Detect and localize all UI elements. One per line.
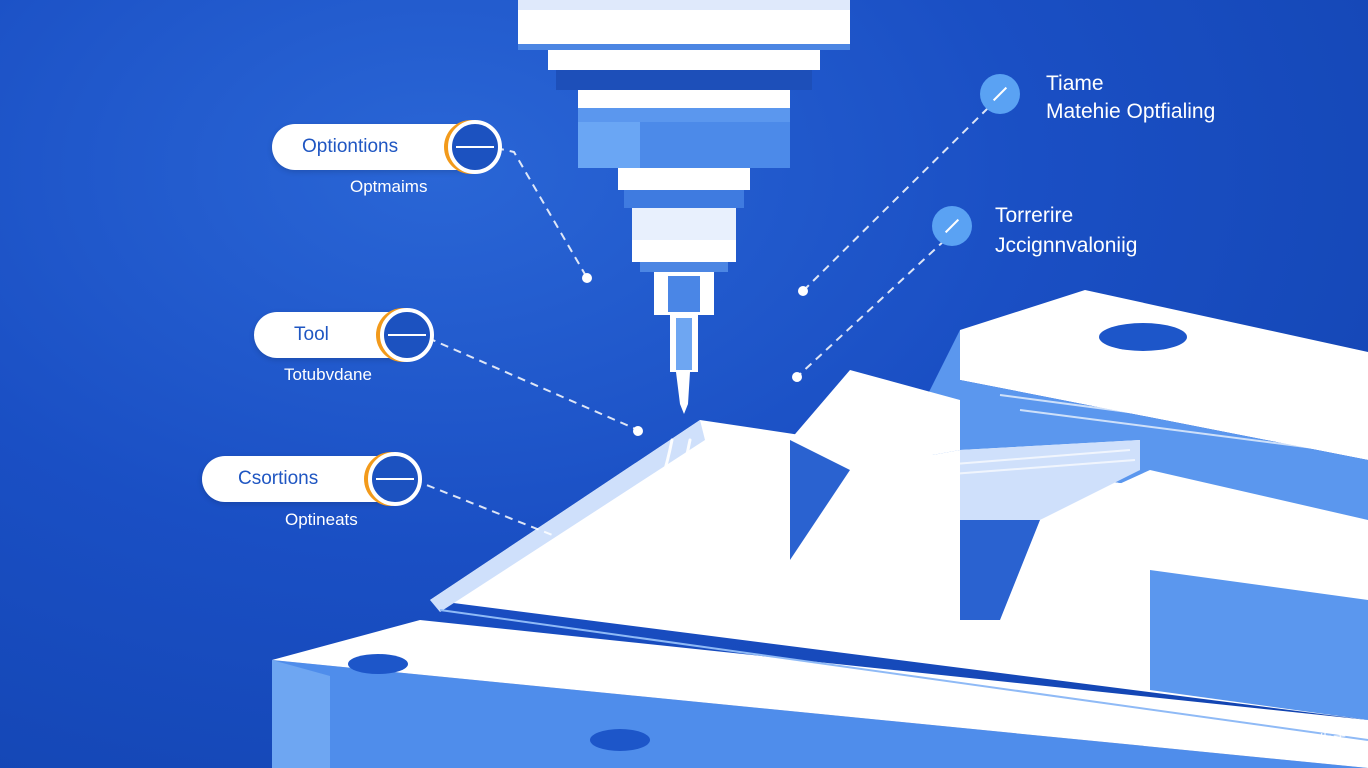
callout-label-tool: Tool [294, 312, 329, 358]
callout-sub-csortions: Optineats [285, 510, 358, 530]
slash-circle-icon [980, 74, 1020, 114]
callout-sub-tool: Totubvdane [284, 365, 372, 385]
callout-label-csortions: Csortions [238, 456, 318, 502]
ring-marker-icon [380, 308, 434, 362]
watermark: TRAE AI 生成 [1260, 730, 1346, 750]
spindle [518, 0, 850, 414]
ring-marker-icon [448, 120, 502, 174]
callout-title-torrerire: Torrerire [995, 204, 1073, 228]
callout-sub-options: Optmaims [350, 177, 427, 197]
callout-label-options: Optiontions [302, 124, 398, 170]
callout-pill-csortions: Csortions [202, 456, 412, 502]
callout-sub-tiame: Matehie Optfialing [1046, 100, 1215, 124]
callout-title-tiame: Tiame [1046, 72, 1104, 96]
ring-marker-icon [368, 452, 422, 506]
slash-circle-icon [932, 206, 972, 246]
workpiece [272, 290, 1368, 768]
callout-pill-tool: Tool [254, 312, 424, 358]
callout-sub-torrerire: Jccignnvaloniig [995, 234, 1137, 258]
callout-pill-options: Optiontions [272, 124, 492, 170]
